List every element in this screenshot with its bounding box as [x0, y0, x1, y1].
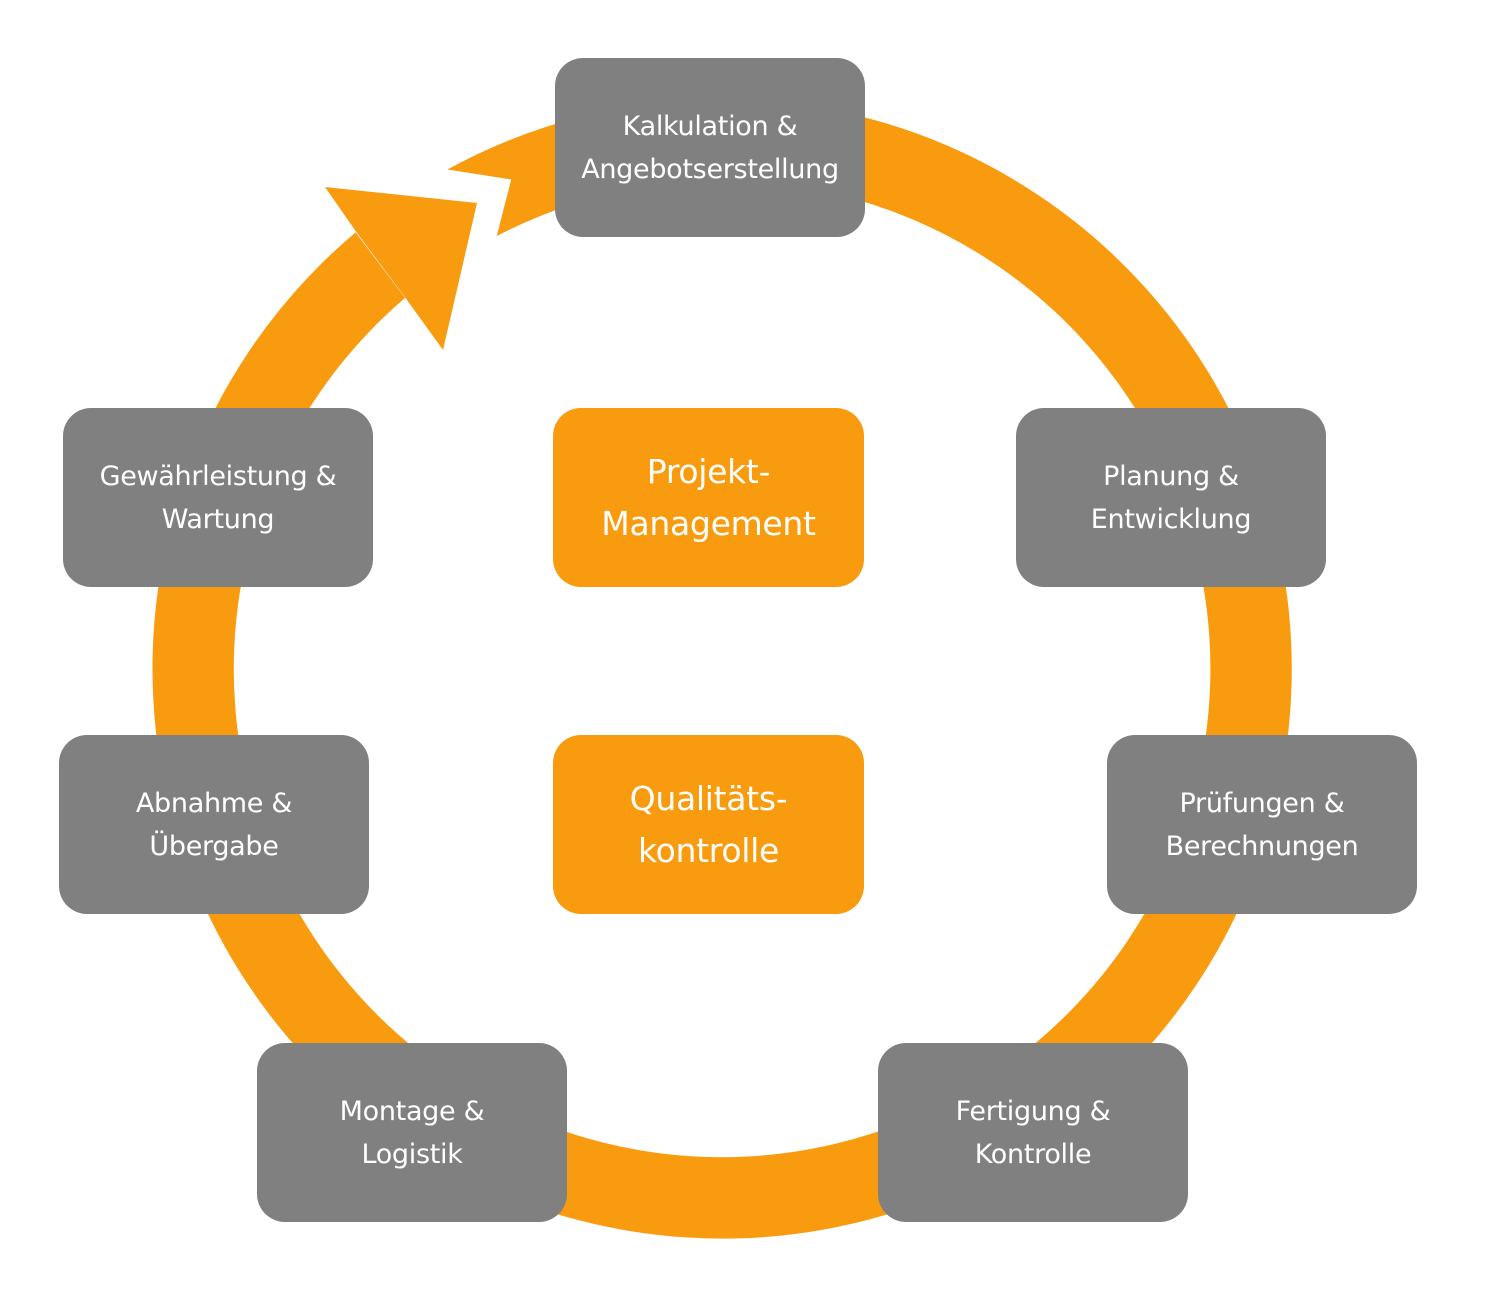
- step-label-line1: Prüfungen &: [1179, 787, 1345, 819]
- core-label-line2: kontrolle: [638, 830, 779, 870]
- step-label-line2: Übergabe: [149, 830, 279, 862]
- core-label-line2: Management: [601, 503, 816, 543]
- step-montage: Montage & Logistik: [257, 1043, 567, 1222]
- step-label-line2: Wartung: [161, 503, 275, 535]
- core-projektmanagement: Projekt- Management: [553, 408, 864, 587]
- step-label-line2: Kontrolle: [974, 1138, 1092, 1170]
- step-label-line2: Entwicklung: [1090, 503, 1252, 535]
- core-qualitaetskontrolle: Qualitäts- kontrolle: [553, 735, 864, 914]
- step-planung: Planung & Entwicklung: [1016, 408, 1326, 587]
- core-label-line1: Qualitäts-: [629, 778, 788, 818]
- step-label-line1: Kalkulation &: [622, 110, 798, 142]
- step-label-line1: Montage &: [339, 1095, 485, 1127]
- step-label-line2: Angebotserstellung: [581, 153, 839, 185]
- step-label-line1: Fertigung &: [955, 1095, 1111, 1127]
- step-label-line2: Logistik: [361, 1138, 463, 1170]
- step-label-line1: Planung &: [1103, 460, 1239, 492]
- core-label-line1: Projekt-: [646, 451, 771, 491]
- step-pruefungen: Prüfungen & Berechnungen: [1107, 735, 1417, 914]
- step-abnahme: Abnahme & Übergabe: [59, 735, 369, 914]
- cycle-arrowhead-icon: [325, 187, 477, 350]
- step-fertigung: Fertigung & Kontrolle: [878, 1043, 1188, 1222]
- step-gewaehrleistung: Gewährleistung & Wartung: [63, 408, 373, 587]
- step-kalkulation: Kalkulation & Angebotserstellung: [555, 58, 865, 237]
- step-label-line1: Gewährleistung &: [99, 460, 337, 492]
- step-label-line1: Abnahme &: [135, 787, 293, 819]
- step-label-line2: Berechnungen: [1165, 830, 1359, 862]
